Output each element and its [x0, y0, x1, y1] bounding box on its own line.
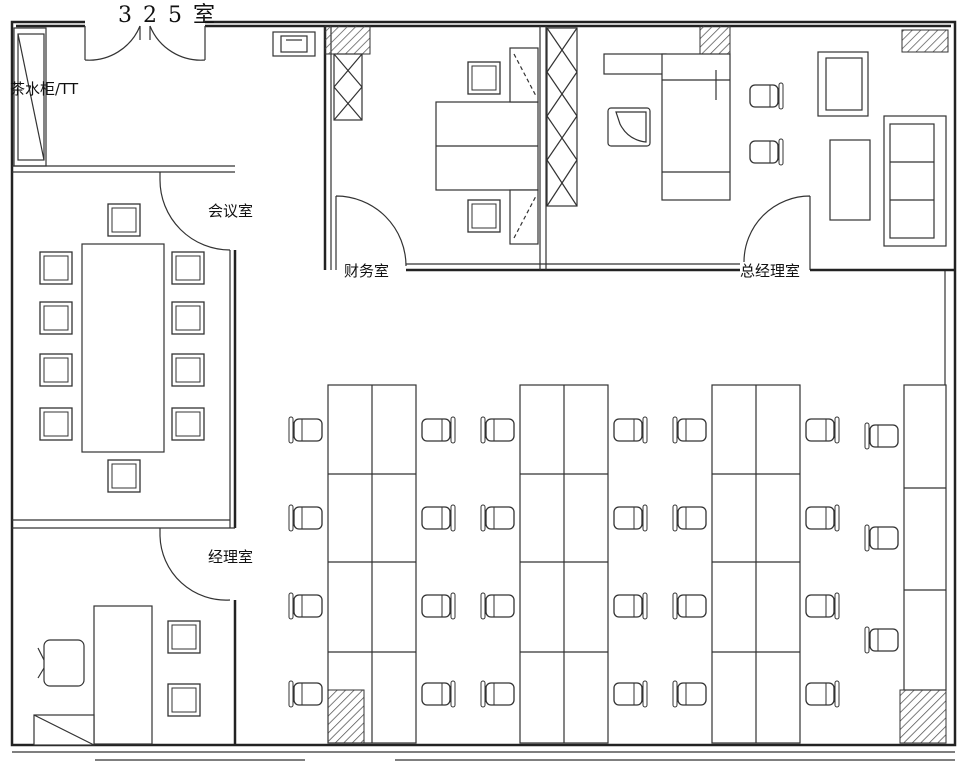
chair-icon [805, 504, 840, 532]
meeting-room [12, 172, 237, 529]
chair-icon [171, 251, 205, 285]
chair-icon [288, 592, 323, 620]
chair-icon [480, 592, 515, 620]
chair-icon [672, 680, 707, 708]
entry-door[interactable] [84, 25, 206, 61]
chair-icon [480, 680, 515, 708]
chair-icon [613, 680, 648, 708]
chair-icon [613, 592, 648, 620]
finance-room-label: 财务室 [344, 262, 389, 280]
chair-icon [167, 620, 201, 654]
chair-icon [107, 203, 141, 237]
chair-icon [167, 683, 201, 717]
chair-icon [672, 504, 707, 532]
chair-icon [672, 416, 707, 444]
chair-icon [39, 353, 73, 387]
chair-icon [421, 592, 456, 620]
chair-icon [107, 459, 141, 493]
chair-icon [39, 301, 73, 335]
manager-office-label: 经理室 [208, 548, 253, 566]
finance-room [323, 25, 740, 272]
chair-icon [288, 416, 323, 444]
armchair-icon [749, 82, 784, 110]
manager-desk [93, 605, 153, 745]
room-number-label: 3 2 5 室 [118, 3, 217, 28]
chair-icon [39, 251, 73, 285]
manager-office [33, 528, 237, 746]
partition-cabinet [539, 26, 578, 270]
gm-office-label: 总经理室 [740, 262, 800, 280]
chair-icon [480, 416, 515, 444]
coffee-table [829, 139, 871, 221]
side-cabinet [903, 384, 947, 691]
chair-icon [171, 353, 205, 387]
gm-desk [661, 53, 731, 201]
chair-icon [421, 680, 456, 708]
gm-office [603, 25, 955, 272]
gm-chair-icon [607, 107, 651, 147]
meeting-room-label: 会议室 [208, 202, 253, 220]
printer-icon [272, 31, 316, 57]
chair-icon [672, 592, 707, 620]
open-workspace [288, 384, 947, 744]
armchair-icon [749, 138, 784, 166]
tea-cabinet [12, 27, 235, 173]
chair-icon [171, 301, 205, 335]
chair-icon [171, 407, 205, 441]
chair-icon [805, 416, 840, 444]
sofa-icon [883, 115, 947, 247]
chair-icon [613, 416, 648, 444]
chair-icon [467, 61, 501, 95]
chair-icon [613, 504, 648, 532]
chair-icon [480, 504, 515, 532]
chair-icon [421, 416, 456, 444]
chair-icon [805, 680, 840, 708]
chair-icon [864, 422, 899, 450]
chair-icon [864, 524, 899, 552]
tea-cabinet-label: 茶水柜/TT [10, 80, 79, 98]
office-chair-icon [37, 639, 85, 687]
chair-icon [467, 199, 501, 233]
chair-icon [421, 504, 456, 532]
chair-icon [39, 407, 73, 441]
chair-icon [805, 592, 840, 620]
meeting-table [81, 243, 165, 453]
chair-icon [288, 680, 323, 708]
chair-icon [288, 504, 323, 532]
chair-icon [864, 626, 899, 654]
